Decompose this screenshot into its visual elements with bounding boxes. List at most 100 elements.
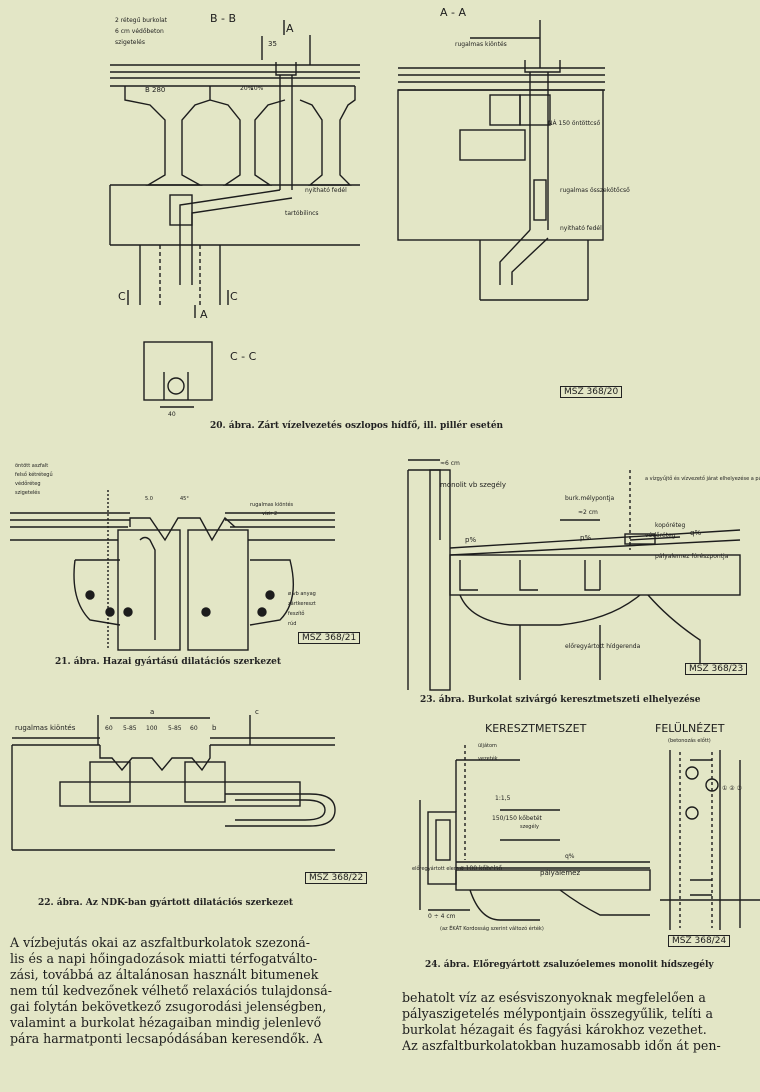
drawing-label: 35 bbox=[268, 40, 277, 48]
text-line: zási, továbbá az általánosan használt bi… bbox=[10, 967, 319, 982]
drawing-label: szigetelés bbox=[115, 39, 145, 46]
drawing-label: C bbox=[230, 290, 238, 303]
left-column-text: A vízbejutás okai az aszfaltburkolatok s… bbox=[10, 935, 365, 1047]
drawing-label: b bbox=[212, 724, 217, 732]
drawing-label: ≈2 cm bbox=[578, 509, 598, 516]
drawing-label: pályalemez fórészpontja bbox=[655, 553, 729, 560]
fig22-drawing bbox=[11, 715, 336, 851]
fig22-caption: 22. ábra. Az NDK-ban gyártott dilatációs… bbox=[38, 898, 294, 908]
text-line: pára harmatponti lecsapódásában keresend… bbox=[10, 1031, 323, 1046]
drawing-label: 6 cm védőbeton bbox=[115, 28, 164, 35]
drawing-label: pályalemez bbox=[540, 869, 580, 877]
fig20-caption: 20. ábra. Zárt vízelvezetés oszlopos híd… bbox=[210, 421, 504, 431]
fig21-drawing bbox=[10, 490, 335, 651]
fig21-standard-box: MSZ 368/21 bbox=[298, 632, 361, 644]
drawing-label: üljátom bbox=[478, 742, 497, 749]
drawing-label: FELÜLNÉZET bbox=[655, 722, 725, 735]
drawing-label: szigetelés bbox=[15, 489, 40, 496]
text-line: A vízbejutás okai az aszfaltburkolatok s… bbox=[10, 935, 311, 950]
text-line: Az aszfaltburkolatokban huzamosabb időn … bbox=[402, 1038, 721, 1053]
drawing-label: ø 100 kőbelső bbox=[460, 865, 502, 872]
drawing-label: 60 bbox=[105, 725, 113, 732]
drawing-label: burk.mélypontja bbox=[565, 495, 615, 502]
drawing-label: A bbox=[200, 308, 208, 321]
drawing-label: előregyártott elem bbox=[412, 865, 459, 872]
fig22-standard-box: MSZ 368/22 bbox=[305, 872, 368, 884]
fig20-aa-drawing bbox=[397, 20, 605, 301]
drawing-label: a bbox=[150, 708, 154, 716]
drawing-label: nyitható fedél bbox=[560, 225, 602, 232]
text-line: burkolat hézagait és fagyási károkhoz ve… bbox=[402, 1022, 707, 1037]
drawing-label: rugalmas kiöntés bbox=[15, 724, 76, 732]
fig20-standard-box: MSZ 368/20 bbox=[560, 386, 623, 398]
drawing-label: tartóbilincs bbox=[285, 210, 319, 217]
drawing-label: 40 bbox=[168, 411, 176, 418]
drawing-label: ø vb anyag bbox=[288, 591, 316, 597]
drawing-label: KERESZTMETSZET bbox=[485, 722, 587, 735]
fig20-cc-drawing bbox=[143, 341, 213, 408]
text-line: nem túl kedvezőnek vélhető relaxációs tu… bbox=[10, 983, 332, 998]
fig24-top-view-drawing bbox=[660, 750, 760, 930]
fig24-cross-section-drawing bbox=[419, 745, 651, 921]
drawing-label: C bbox=[118, 290, 126, 303]
drawing-label: 60 bbox=[190, 725, 198, 732]
drawing-label: 1:1,5 bbox=[495, 795, 511, 802]
drawing-label: A bbox=[286, 22, 294, 35]
drawing-label: felső kétrétegű bbox=[15, 471, 53, 478]
drawing-label: védőréteg bbox=[645, 532, 676, 539]
text-line: gai folytán bekövetkező zsugorodási jele… bbox=[10, 999, 327, 1014]
drawing-label: 5-85 bbox=[123, 725, 137, 732]
text-line: behatolt víz az esésviszonyoknak megfele… bbox=[402, 990, 706, 1005]
drawing-label: p% bbox=[465, 536, 476, 544]
drawing-label: B - B bbox=[210, 12, 236, 25]
drawing-label: szegély bbox=[520, 823, 539, 830]
drawing-label: feszítő bbox=[288, 610, 304, 617]
drawing-label: rugalmas kiöntés bbox=[250, 501, 294, 508]
text-line: valamint a burkolat hézagaiban mindig je… bbox=[10, 1015, 322, 1030]
right-column-text: behatolt víz az esésviszonyoknak megfele… bbox=[402, 990, 754, 1054]
drawing-label: rúd bbox=[288, 620, 296, 627]
text-line: pályaszigetelés mélypontjain összegyűlik… bbox=[402, 1006, 713, 1021]
fig20-bb-drawing bbox=[109, 20, 360, 318]
fig23-standard-box: MSZ 368/23 bbox=[685, 663, 748, 675]
drawing-label: 45° bbox=[180, 496, 189, 502]
fig21-caption: 21. ábra. Hazai gyártású dilatációs szer… bbox=[55, 657, 282, 667]
drawing-label: rugalmas kiöntés bbox=[455, 41, 507, 48]
drawing-label: 2 rétegű burkolat bbox=[115, 17, 168, 24]
drawing-label: 100 bbox=[146, 725, 158, 732]
drawing-label: vízir 2 bbox=[262, 510, 277, 517]
drawing-label: zártkereszt bbox=[288, 600, 316, 607]
drawing-label: 5.0 bbox=[145, 496, 153, 502]
drawing-label: c bbox=[255, 708, 259, 716]
text-line: lis és a napi hőingadozások miatti térfo… bbox=[10, 951, 318, 966]
drawing-label: (betonozás előtt) bbox=[668, 737, 711, 744]
drawing-label: védőréteg bbox=[15, 480, 41, 487]
drawing-label: ≈6 cm bbox=[440, 460, 460, 467]
drawing-label: C - C bbox=[230, 350, 257, 363]
drawing-label: rugalmas összekötőcső bbox=[560, 187, 630, 194]
drawing-label: öntött aszfalt bbox=[15, 463, 48, 469]
drawing-label: a vízgyűjtő és vízvezető járat elhelyezé… bbox=[645, 475, 760, 482]
fig23-caption: 23. ábra. Burkolat szivárgó keresztmetsz… bbox=[420, 695, 701, 705]
drawing-label: ① ② ③ bbox=[722, 785, 742, 792]
drawing-label: 5-85 bbox=[168, 725, 182, 732]
fig23-drawing bbox=[407, 459, 741, 691]
drawing-label: 0 ÷ 4 cm bbox=[428, 913, 456, 920]
drawing-label: 20% bbox=[240, 85, 254, 92]
drawing-label: 10% bbox=[250, 85, 264, 92]
drawing-label: 150/150 kőbetét bbox=[492, 815, 543, 822]
drawing-label: q% bbox=[690, 529, 701, 537]
fig24-standard-box: MSZ 368/24 bbox=[668, 935, 731, 947]
drawing-label: A - A bbox=[440, 6, 466, 19]
drawing-label: q% bbox=[565, 853, 575, 860]
drawing-label: p% bbox=[580, 534, 591, 542]
drawing-label: kopóréteg bbox=[655, 522, 685, 529]
drawing-label: nyitható fedél bbox=[305, 187, 347, 194]
drawing-label: vezeték bbox=[478, 755, 498, 762]
drawing-label: monolit vb szegély bbox=[440, 481, 506, 489]
drawing-label: NÁ 150 öntöttcső bbox=[548, 120, 600, 127]
drawing-label: előregyártott hídgerenda bbox=[565, 643, 641, 650]
fig24-caption: 24. ábra. Előregyártott zsaluzóelemes mo… bbox=[425, 960, 714, 970]
drawing-label: B 280 bbox=[145, 86, 165, 94]
